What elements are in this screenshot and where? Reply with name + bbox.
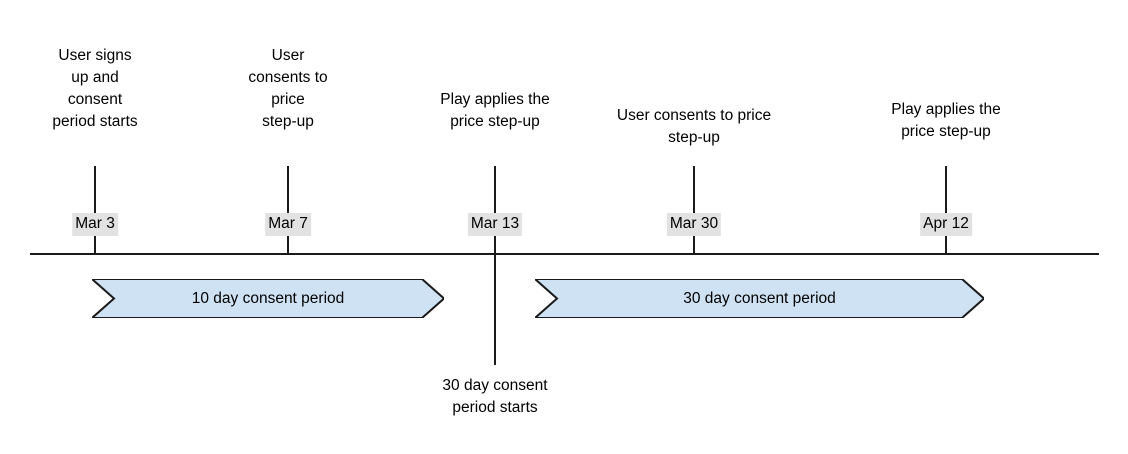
event-label-apr-12: Play applies the price step-up xyxy=(891,101,1001,140)
tick-line-mar-13 xyxy=(494,166,496,365)
date-chip-apr-12: Apr 12 xyxy=(920,213,972,237)
event-label-mar-7: User consents to price step-up xyxy=(248,47,328,130)
tick-line-mar-3 xyxy=(94,166,96,253)
date-chip-mar-30: Mar 30 xyxy=(666,213,722,237)
timeline-axis xyxy=(30,253,1099,255)
date-chip-mar-3: Mar 3 xyxy=(72,213,118,237)
event-label-mar-30: User consents to price step-up xyxy=(616,107,772,146)
date-chip-mar-7: Mar 7 xyxy=(265,213,311,237)
period-banner-2: 30 day consent period xyxy=(535,279,984,318)
tick-line-apr-12 xyxy=(945,166,947,253)
period-banner-1: 10 day consent period xyxy=(92,279,444,318)
tick-line-mar-7 xyxy=(287,166,289,253)
below-axis-label: 30 day consent period starts xyxy=(442,377,548,416)
tick-line-mar-30 xyxy=(693,166,695,253)
event-label-mar-3: User signs up and consent period starts xyxy=(52,47,138,130)
date-chip-mar-13: Mar 13 xyxy=(467,213,523,237)
event-label-mar-13: Play applies the price step-up xyxy=(440,91,550,130)
